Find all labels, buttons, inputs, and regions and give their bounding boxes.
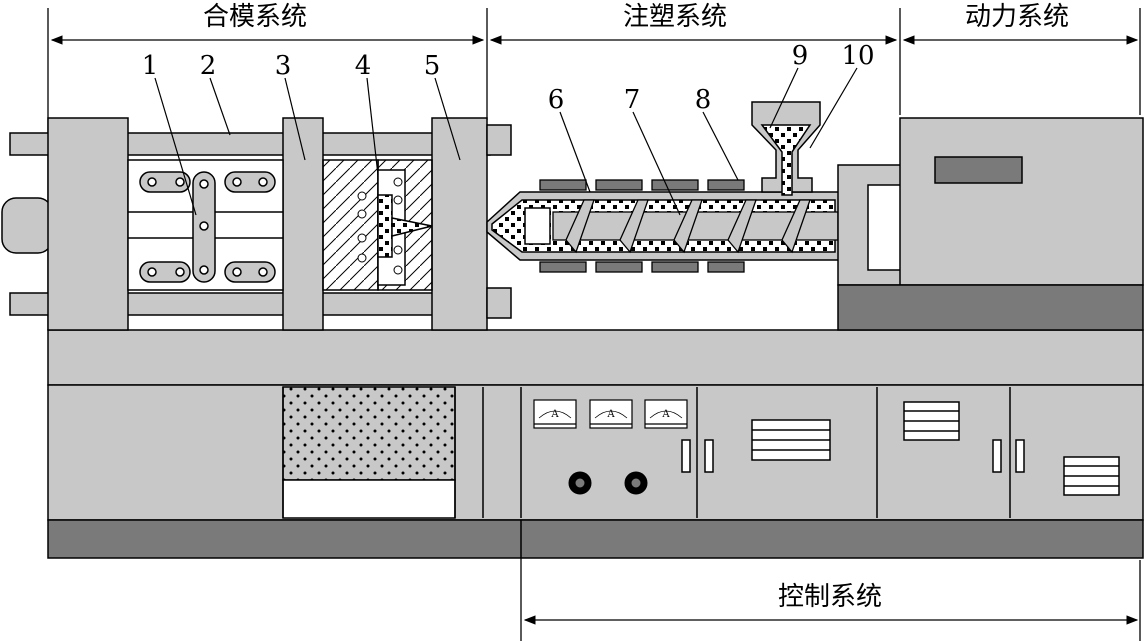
part-label-6: 6 bbox=[548, 85, 565, 115]
part-numbers: 1 2 3 4 5 6 7 8 9 10 bbox=[142, 41, 875, 115]
ammeter-3: A bbox=[644, 399, 688, 429]
toggle-mechanism bbox=[127, 159, 284, 291]
fixed-platen bbox=[431, 117, 512, 331]
ammeter-2-glyph: A bbox=[606, 409, 615, 420]
section-control-label: 控制系统 bbox=[778, 582, 882, 612]
ammeter-panel: A A A bbox=[533, 399, 688, 429]
machine-base bbox=[47, 329, 1144, 559]
part-label-8: 8 bbox=[695, 85, 712, 115]
lower-cabinet bbox=[282, 386, 1011, 519]
part-label-5: 5 bbox=[424, 51, 441, 81]
section-clamping-label: 合模系统 bbox=[203, 2, 307, 32]
cabinet-handles bbox=[681, 439, 1025, 473]
vent-grilles bbox=[751, 401, 1120, 496]
section-injection-label: 注塑系统 bbox=[623, 2, 727, 32]
hydraulic-cylinder bbox=[1, 197, 53, 254]
ammeter-3-glyph: A bbox=[661, 409, 670, 420]
leader-lines bbox=[154, 67, 858, 216]
part-label-9: 9 bbox=[792, 41, 809, 71]
heater-bands bbox=[539, 179, 745, 273]
ammeter-1: A bbox=[533, 399, 577, 429]
tie-bars bbox=[9, 132, 491, 316]
screw bbox=[552, 199, 839, 254]
rear-platen bbox=[47, 117, 129, 331]
part-label-4: 4 bbox=[355, 51, 372, 81]
ammeter-1-glyph: A bbox=[550, 409, 559, 420]
part-label-1: 1 bbox=[142, 51, 159, 81]
ammeter-2: A bbox=[589, 399, 633, 429]
part-label-10: 10 bbox=[841, 41, 874, 71]
part-label-2: 2 bbox=[200, 51, 217, 81]
part-label-3: 3 bbox=[275, 51, 292, 81]
mould bbox=[322, 159, 433, 291]
part-label-7: 7 bbox=[624, 85, 641, 115]
section-power-label: 动力系统 bbox=[965, 2, 1069, 32]
power-unit bbox=[837, 117, 1144, 331]
control-knobs bbox=[568, 471, 648, 495]
hopper bbox=[751, 101, 821, 196]
